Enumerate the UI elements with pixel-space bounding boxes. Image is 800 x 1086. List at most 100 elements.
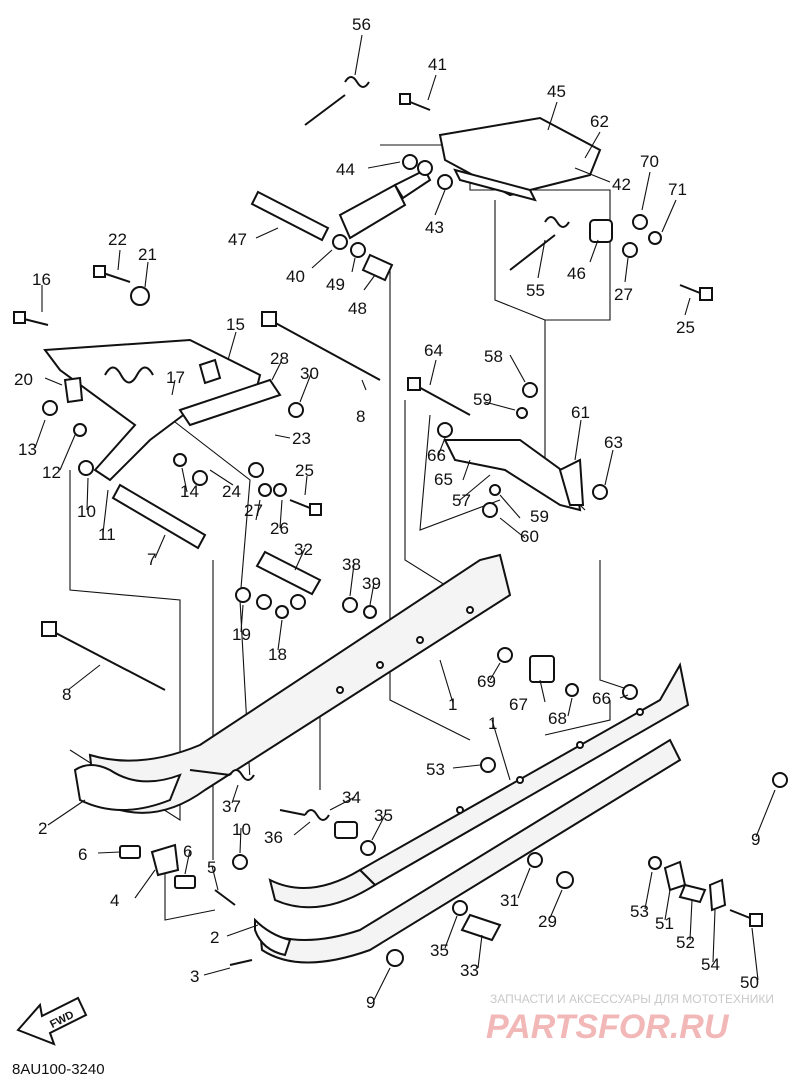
callout-77: 54 — [701, 955, 720, 974]
rear-arm — [443, 439, 582, 512]
callout-58: 1 — [448, 695, 457, 714]
callout-6: 70 — [640, 152, 659, 171]
callout-71: 5 — [207, 858, 216, 877]
callout-83: 9 — [366, 993, 375, 1012]
callout-28: 59 — [473, 390, 492, 409]
callout-15: 46 — [567, 264, 586, 283]
collar-33 — [460, 913, 502, 942]
callout-34: 66 — [427, 446, 446, 465]
callout-57: 8 — [62, 685, 71, 704]
callout-7: 42 — [612, 175, 631, 194]
callout-48: 32 — [294, 540, 313, 559]
small-parts — [42, 154, 788, 967]
bolt-64 — [414, 384, 471, 416]
callout-75: 51 — [655, 914, 674, 933]
collar-52 — [678, 883, 707, 904]
callout-10: 47 — [228, 230, 247, 249]
callout-labels: 56 41 45 62 44 70 42 71 43 47 22 21 40 4… — [14, 15, 760, 1012]
shaft-7 — [111, 483, 207, 550]
callout-60: 53 — [426, 760, 445, 779]
callout-9: 43 — [425, 218, 444, 237]
callout-20: 25 — [676, 318, 695, 337]
diagram-code: 8AU100-3240 — [12, 1061, 105, 1078]
callout-59: 1 — [488, 714, 497, 733]
callout-43: 11 — [98, 525, 116, 544]
callout-41: 59 — [530, 507, 549, 526]
callout-3: 45 — [547, 82, 566, 101]
spring-coils — [104, 76, 570, 821]
callout-50: 39 — [362, 574, 381, 593]
callout-21: 15 — [226, 315, 245, 334]
callout-22: 64 — [424, 341, 443, 360]
callout-54: 67 — [509, 695, 528, 714]
callout-36: 14 — [180, 482, 199, 501]
long-bolt-8-lower — [49, 629, 166, 691]
callout-64: 34 — [342, 788, 361, 807]
callout-81: 50 — [740, 973, 759, 992]
callout-27: 30 — [300, 364, 319, 383]
callout-30: 61 — [571, 403, 590, 422]
callout-80: 33 — [460, 961, 479, 980]
callout-16: 27 — [614, 285, 633, 304]
shaft-47 — [250, 190, 330, 242]
callout-45: 26 — [270, 519, 289, 538]
callout-26: 17 — [166, 368, 185, 387]
slide-rail-lower — [258, 738, 682, 964]
callout-23: 58 — [484, 347, 503, 366]
callout-51: 19 — [232, 625, 251, 644]
long-bolt-8-upper — [269, 319, 381, 381]
callout-25: 20 — [14, 370, 33, 389]
screw-3 — [229, 959, 253, 966]
screw-5 — [214, 889, 236, 906]
callout-70: 4 — [110, 891, 119, 910]
callout-14: 49 — [326, 275, 345, 294]
callout-11: 22 — [108, 230, 127, 249]
callout-65: 35 — [374, 806, 393, 825]
callout-78: 2 — [210, 928, 219, 947]
reference-lines — [69, 144, 631, 921]
shaft-32 — [255, 550, 322, 596]
fwd-arrow-icon: FWD — [16, 996, 88, 1046]
callout-19: 55 — [526, 281, 545, 300]
callout-37: 24 — [222, 482, 241, 501]
shafts-and-bolts — [13, 93, 763, 966]
callout-17: 16 — [32, 270, 51, 289]
callout-76: 52 — [676, 933, 695, 952]
callout-32: 23 — [292, 429, 311, 448]
callout-29: 8 — [356, 407, 365, 426]
callout-35: 12 — [42, 463, 61, 482]
callout-33: 63 — [604, 433, 623, 452]
callout-42: 10 — [77, 502, 96, 521]
callout-44: 27 — [244, 501, 263, 520]
callout-56: 66 — [592, 689, 611, 708]
callout-47: 7 — [147, 550, 156, 569]
leader-lines — [34, 34, 776, 1001]
callout-31: 13 — [18, 440, 37, 459]
shock-absorber — [338, 183, 407, 240]
watermark-tagline: ЗАПЧАСТИ И АКСЕССУАРЫ ДЛЯ МОТОТЕХНИКИ — [490, 992, 774, 1006]
slide-rail-left — [88, 553, 512, 814]
callout-1: 56 — [352, 15, 371, 34]
callout-53: 69 — [477, 672, 496, 691]
callout-82: 3 — [190, 967, 199, 986]
skid-rails — [73, 553, 690, 964]
watermark: ЗАПЧАСТИ И АКСЕССУАРЫ ДЛЯ МОТОТЕХНИКИ PA… — [486, 992, 774, 1046]
callout-18: 48 — [348, 299, 367, 318]
callout-38: 25 — [295, 461, 314, 480]
callout-12: 21 — [138, 245, 157, 264]
callout-4: 62 — [590, 112, 609, 131]
callout-5: 44 — [336, 160, 355, 179]
collar-48 — [361, 253, 394, 282]
callout-66: 36 — [264, 828, 283, 847]
callout-72: 31 — [500, 891, 519, 910]
callout-24: 28 — [270, 349, 289, 368]
callout-55: 68 — [548, 709, 567, 728]
callout-73: 53 — [630, 902, 649, 921]
callout-74: 29 — [538, 912, 557, 931]
callout-49: 38 — [342, 555, 361, 574]
callout-40: 57 — [452, 491, 471, 510]
callout-52: 18 — [268, 645, 287, 664]
callout-67: 10 — [232, 820, 251, 839]
rocker-arm-assembly — [438, 116, 602, 197]
